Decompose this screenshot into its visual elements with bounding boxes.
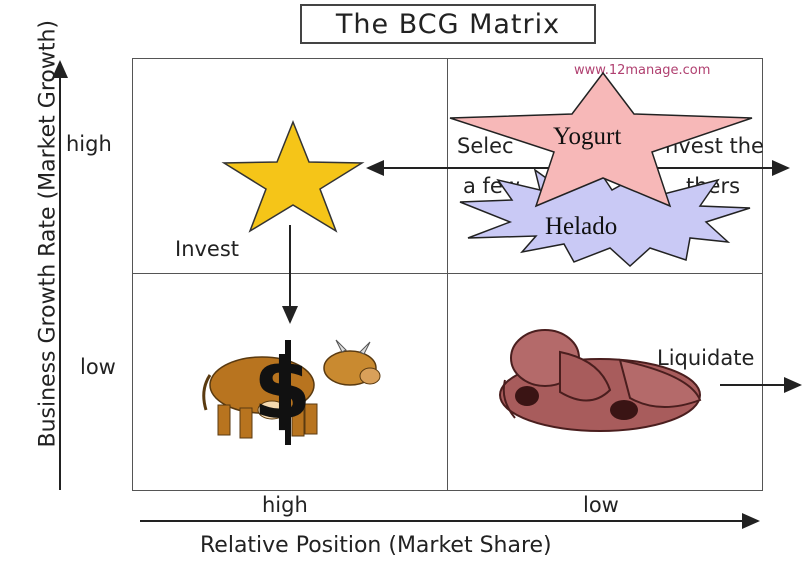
x-axis-low-label: low: [583, 493, 619, 517]
yogurt-star-shape: [449, 71, 753, 208]
x-axis-label: Relative Position (Market Share): [200, 533, 552, 558]
dog-icon: [499, 329, 702, 432]
star-icon: [221, 119, 365, 233]
helado-label: Helado: [545, 213, 618, 240]
matrix-horizontal-divider: [132, 273, 763, 274]
x-axis-high-label: high: [262, 493, 308, 517]
y-axis-low-label: low: [80, 355, 116, 379]
select-text-left: Selec: [457, 134, 514, 158]
matrix-vertical-divider: [447, 58, 448, 491]
liquidate-label: Liquidate: [657, 346, 755, 370]
y-axis-high-label: high: [66, 132, 112, 156]
yogurt-label: Yogurt: [553, 123, 622, 150]
chart-title: The BCG Matrix: [300, 4, 596, 44]
dollar-sign: $: [253, 340, 311, 438]
watermark: www.12manage.com: [574, 63, 711, 78]
invest-label: Invest: [175, 237, 240, 261]
cash-cow-icon: $: [202, 339, 381, 445]
